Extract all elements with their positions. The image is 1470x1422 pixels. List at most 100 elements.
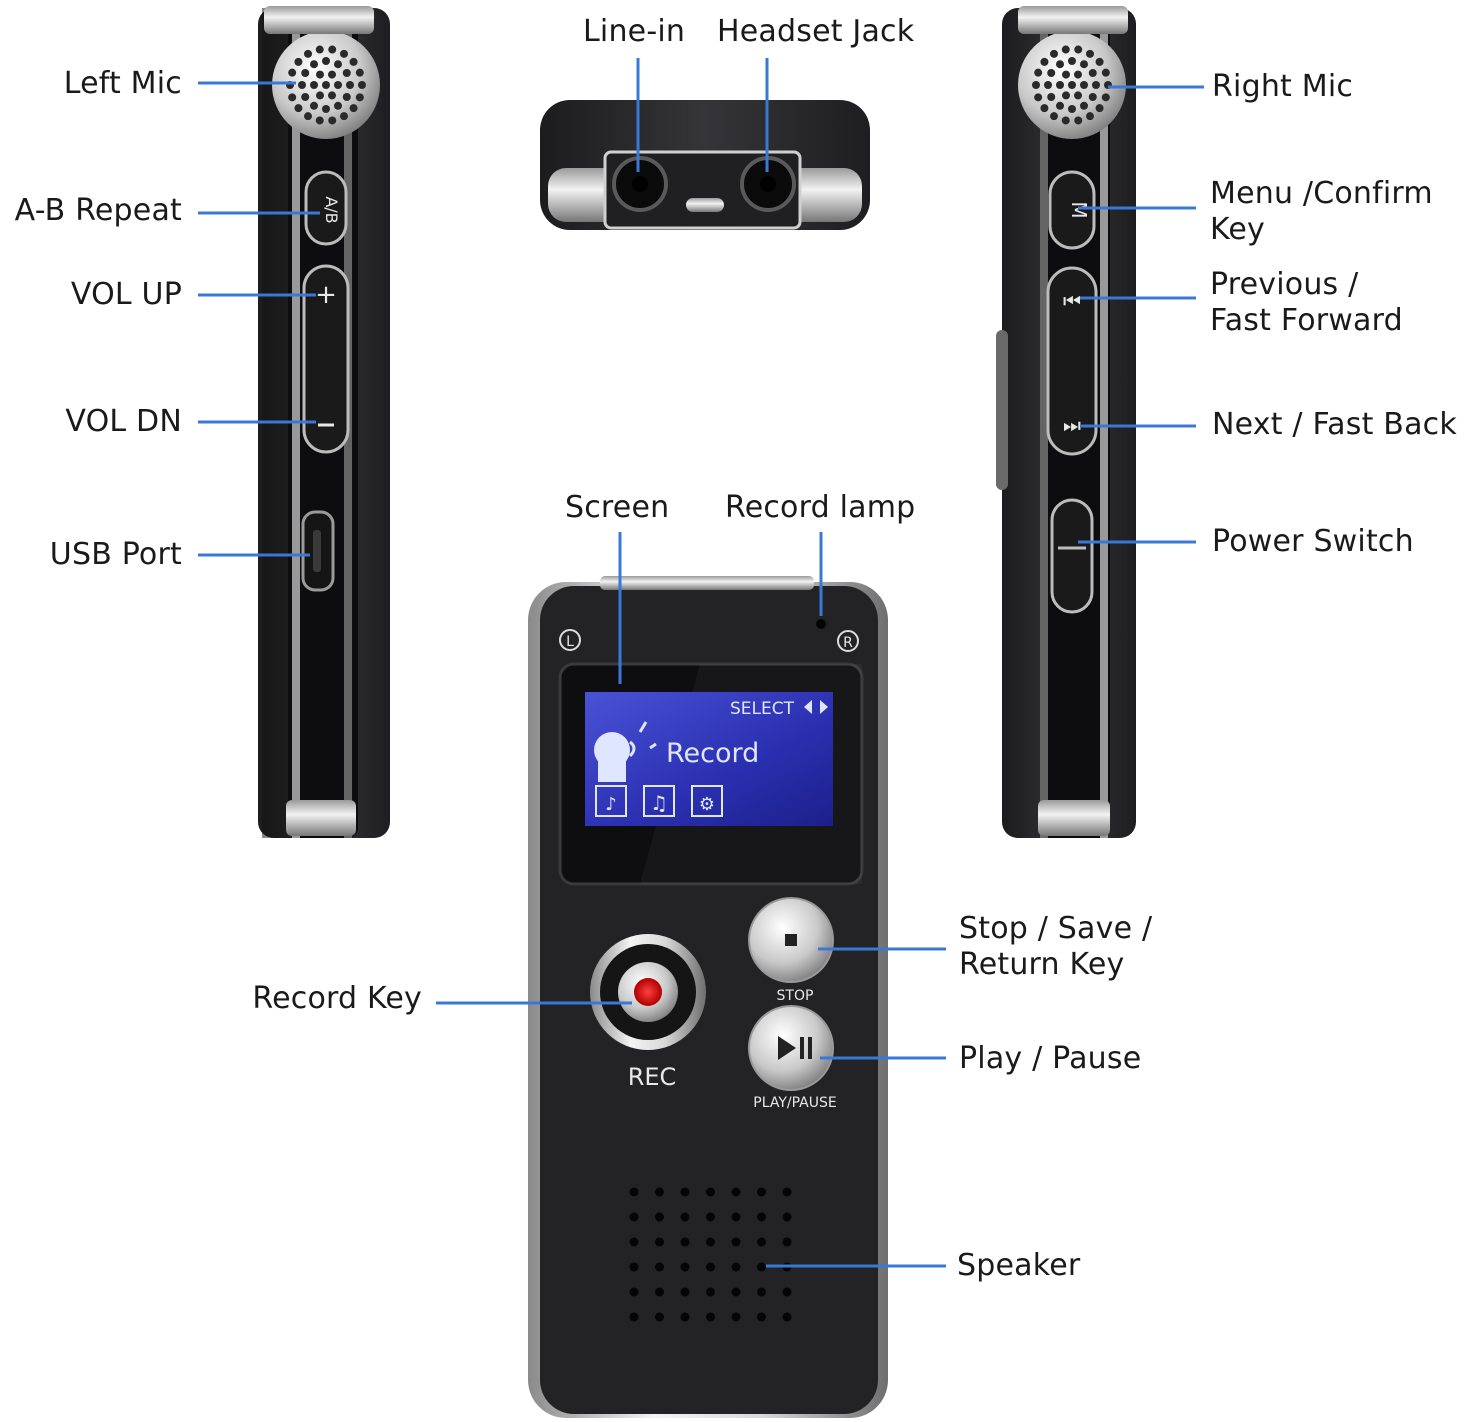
next-icon: ⏭ [1063,413,1081,437]
music-icon [643,785,675,817]
label-play-pause: Play / Pause [959,1041,1142,1076]
speaker-hole [757,1212,766,1222]
speaker-hole [629,1312,639,1322]
mic-hole [340,112,348,121]
mic-hole [315,45,324,54]
label-vol-dn: VOL DN [65,404,182,439]
speaker-hole [680,1287,690,1297]
label-ab-repeat: A-B Repeat [14,193,182,228]
speaker-hole [680,1187,690,1197]
mic-hole [301,93,310,101]
speaker-hole [629,1212,639,1222]
speaker-hole [731,1237,741,1247]
mic-hole [328,45,337,54]
mark-r: R [843,635,853,651]
speaker-hole [629,1237,639,1247]
label-previous-1: Previous / [1210,267,1359,302]
label-menu-confirm-2: Key [1210,212,1265,247]
mic-hole [1034,93,1043,102]
folder-icon [595,785,627,817]
label-previous-2: Fast Forward [1210,303,1403,338]
prev-next-rocker[interactable] [1046,266,1098,456]
left-side-view: A/B + [258,6,390,838]
ab-side-label: A/B [322,196,341,223]
mic-hole [1068,81,1076,89]
speaker-hole [782,1237,792,1247]
select-left-arrow-icon [804,700,812,714]
mic-hole [1086,112,1094,121]
stop-label: STOP [777,988,814,1004]
mic-hole [349,57,358,66]
speaker-hole [680,1312,690,1322]
speaker-hole [706,1237,715,1247]
label-next-fast-back: Next / Fast Back [1212,407,1457,442]
mic-hole [322,57,330,65]
record-lamp [816,619,826,629]
mic-hole [1040,57,1049,66]
speaker-hole [731,1262,741,1272]
mic-hole [1056,60,1064,69]
speaker-hole [757,1287,766,1297]
mic-hole [304,112,312,121]
front-view: L R SELECT Record ♪ ♫ ⚙ REC [528,576,888,1418]
mic-hole [334,101,342,110]
mark-l: L [566,634,574,650]
mic-hole [288,93,297,102]
mic-hole [340,49,348,58]
mic-hole [1088,69,1097,77]
left-mic-holes [286,45,366,125]
mic-hole [1074,45,1083,54]
power-switch[interactable] [1050,498,1094,614]
mic-hole [316,91,324,100]
mic-hole [349,104,358,113]
mic-hole [1080,60,1088,69]
label-menu-confirm-1: Menu /Confirm [1210,176,1433,211]
label-stop-2: Return Key [959,947,1125,982]
mic-hole [298,81,306,89]
volume-rocker[interactable] [302,264,350,454]
ab-repeat-button[interactable] [304,170,348,246]
label-headset-jack: Headset Jack [717,14,915,49]
mic-hole [322,105,330,113]
vol-plus-icon: + [315,280,337,310]
label-speaker: Speaker [957,1248,1081,1283]
speaker-hole [680,1237,690,1247]
mic-hole [1062,70,1070,79]
label-record-lamp: Record lamp [725,490,916,525]
menu-confirm-button[interactable] [1048,170,1096,250]
mic-hole [334,81,342,89]
label-screen: Screen [565,490,670,525]
rec-label: REC [628,1063,677,1091]
speaker-hole [782,1212,792,1222]
mic-hole [288,68,297,77]
label-line-in: Line-in [583,14,686,49]
mic-hole [1074,70,1082,79]
speaker-hole [782,1312,792,1322]
mic-hole [1044,81,1052,89]
mic-hole [1074,91,1082,100]
top-view [540,100,870,230]
mic-hole [1080,101,1088,110]
mic-hole [328,116,337,125]
speaker-hole [680,1262,690,1272]
mic-hole [315,116,324,125]
play-pause-label: PLAY/PAUSE [753,1095,836,1111]
mic-hole [1095,104,1104,113]
speaker-hole [757,1312,766,1322]
speaker-hole [680,1212,690,1222]
stop-icon [785,934,797,946]
screen-select-text: SELECT [730,699,795,719]
speaker-hole [782,1287,792,1297]
speaker-hole [629,1262,639,1272]
top-mic-slot [686,198,724,212]
mic-hole [1062,91,1070,100]
record-dot-icon [634,978,662,1006]
previous-icon: ⏮ [1063,289,1081,313]
svg-text:⚙: ⚙ [699,794,715,815]
speaker-hole [731,1187,741,1197]
mic-hole [1061,116,1070,125]
speaker-hole [782,1187,792,1197]
speaker-hole [731,1312,741,1322]
speaker-hole [757,1262,766,1272]
